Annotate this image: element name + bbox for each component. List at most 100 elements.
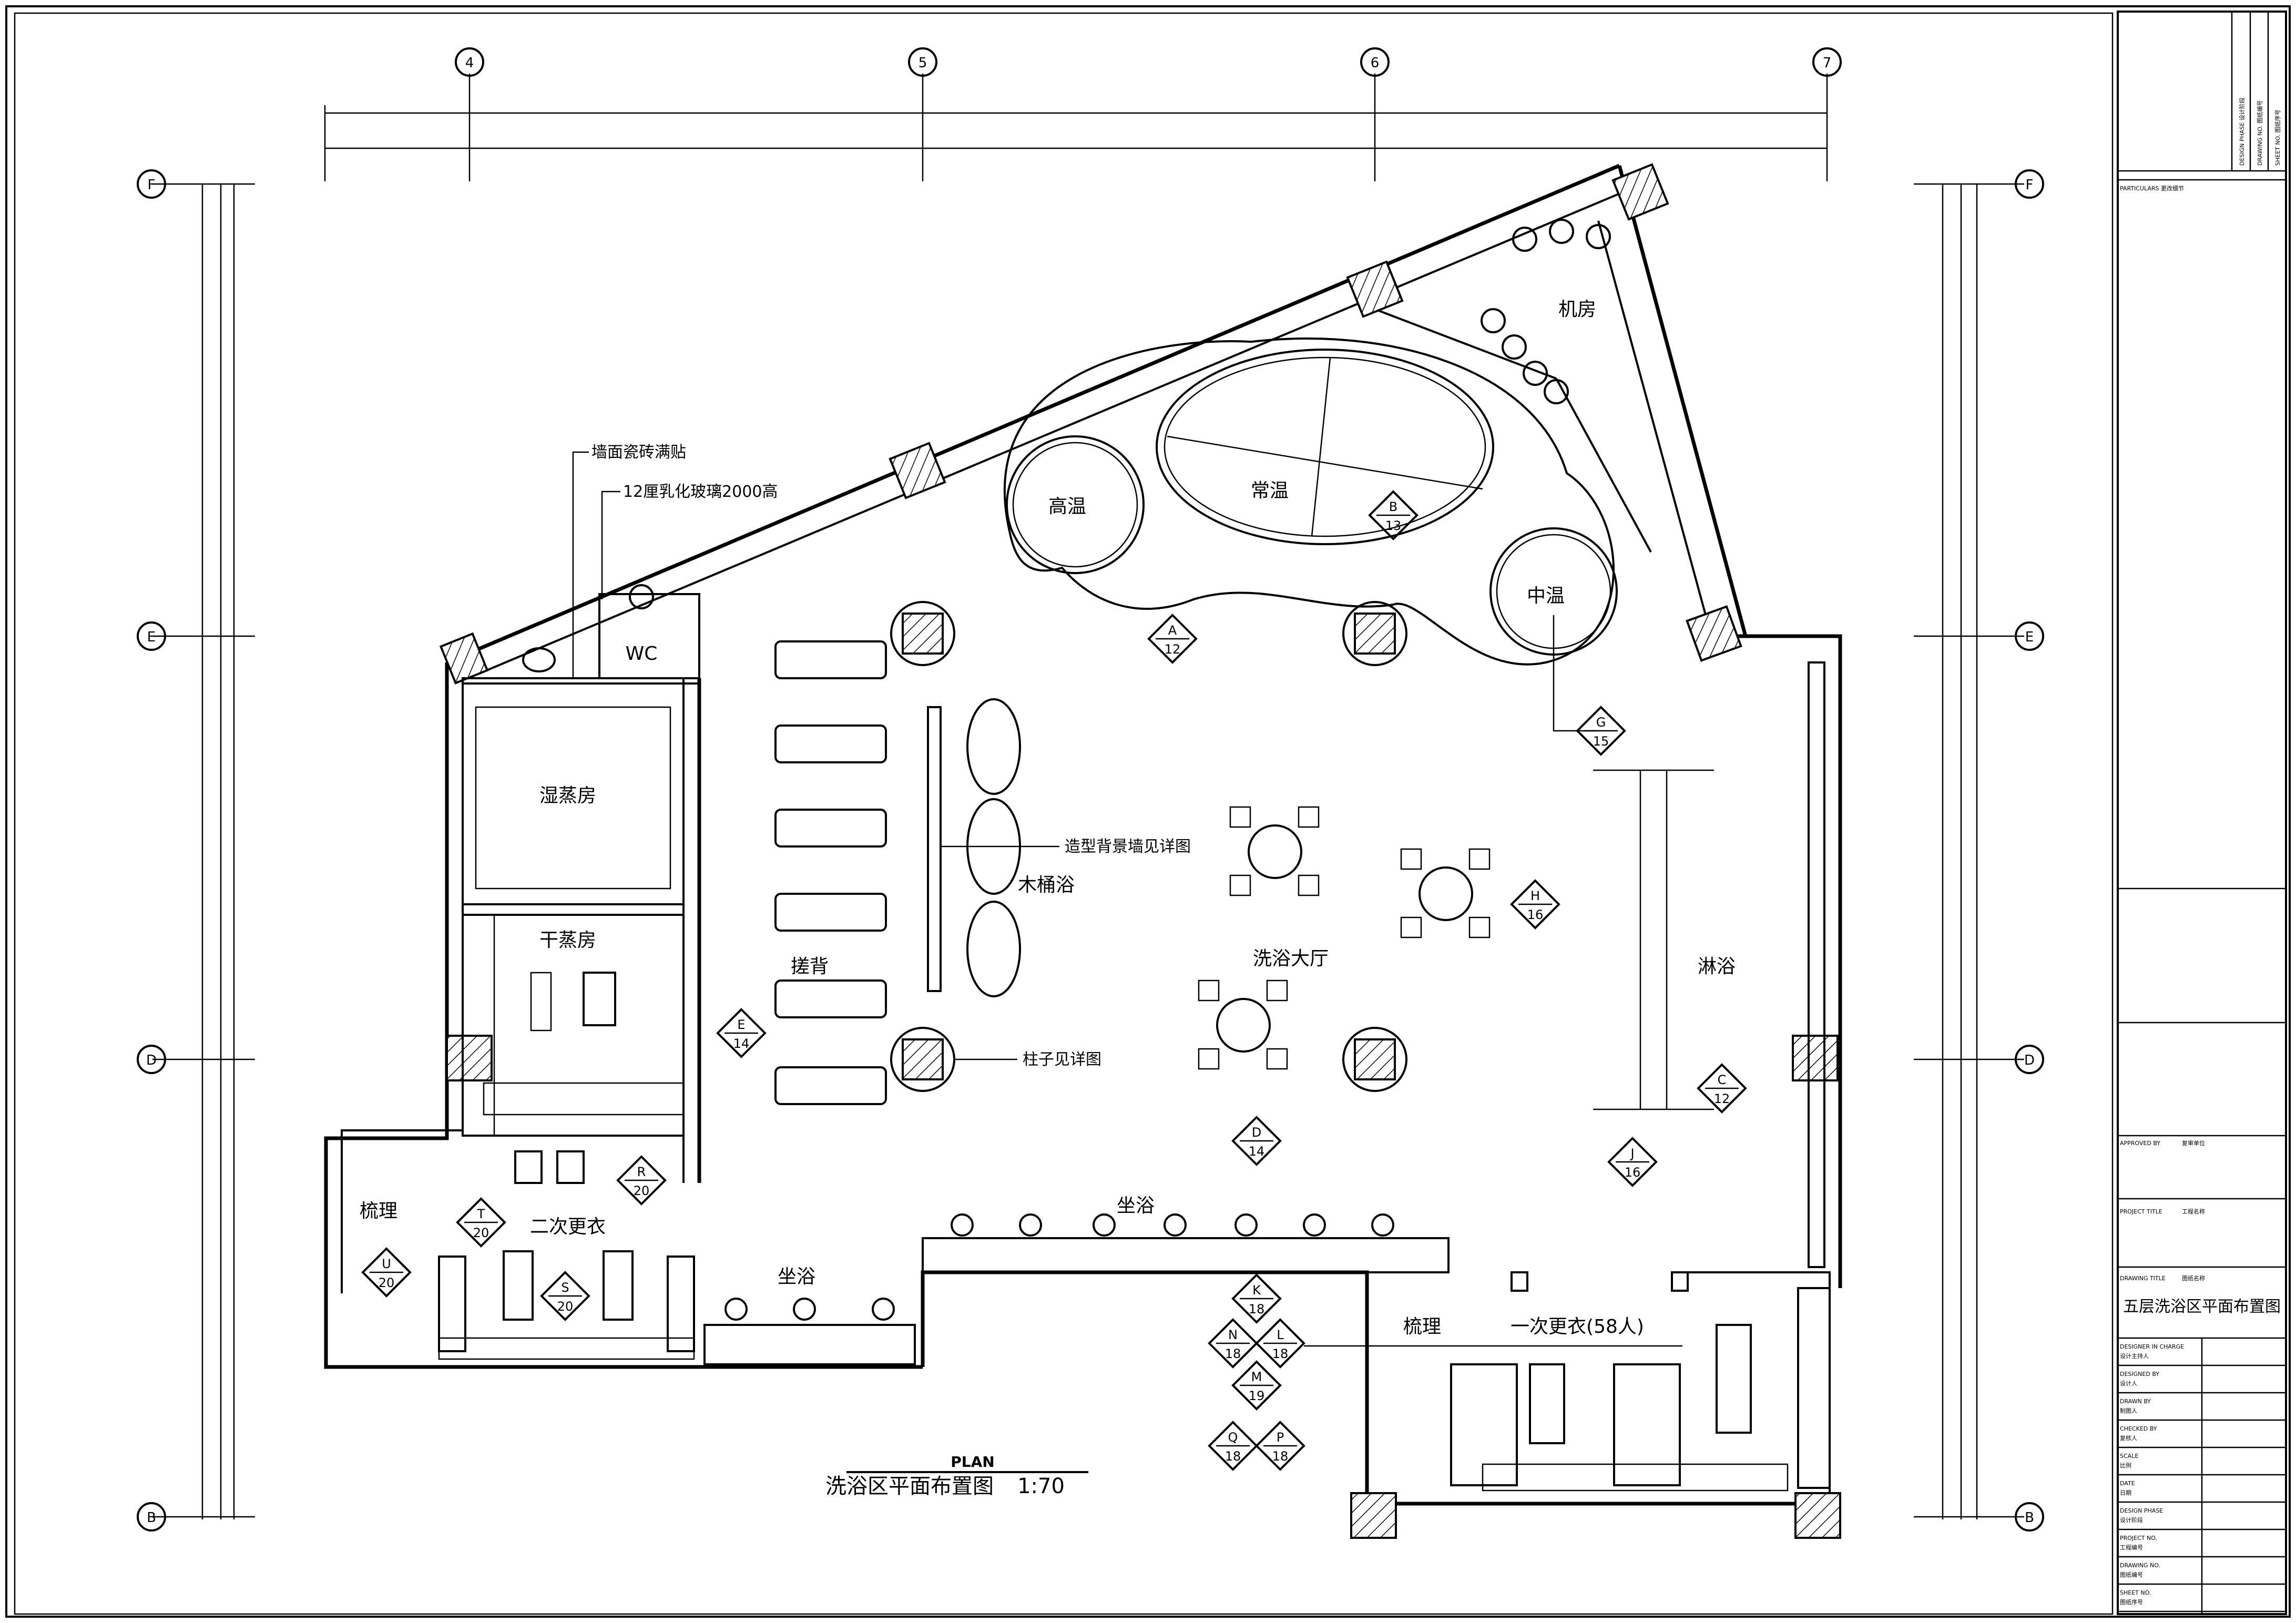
detail-tag-letter: T — [477, 1207, 485, 1221]
wood-tub — [966, 901, 1021, 997]
column — [439, 632, 489, 685]
first-changing-area: 梳理 一次更衣(58人) — [1403, 1271, 1831, 1492]
room-label-first-changing: 一次更衣(58人) — [1511, 1316, 1644, 1338]
svg-text:4: 4 — [465, 55, 474, 71]
tb-drawing-no: DRAWING NO. 图纸编号 — [2256, 100, 2263, 166]
second-changing-area: 二次更衣 梳理 — [360, 1150, 695, 1360]
room-label-wc: WC — [626, 643, 658, 665]
plan-title: PLAN 洗浴区平面布置图 1:70 — [825, 1453, 1088, 1498]
detail-tag-letter: B — [1389, 499, 1397, 514]
axis-bubble-b-right: B — [2015, 1502, 2044, 1532]
svg-text:F: F — [2026, 177, 2034, 193]
tb-row-label-en: DRAWING NO. — [2120, 1562, 2160, 1569]
wood-tub-area: 木桶浴 — [927, 698, 1075, 997]
detail-tag-k: K18 — [1231, 1273, 1282, 1324]
sit-bath-top: 坐浴 — [922, 1195, 1450, 1273]
detail-tag-number: 20 — [473, 1226, 489, 1240]
detail-tag-number: 14 — [733, 1036, 750, 1051]
pool-normal-temp — [1156, 349, 1494, 545]
detail-tag-e: E14 — [716, 1008, 767, 1058]
axis-bubble-b-left: B — [137, 1502, 166, 1532]
plan-title-en: PLAN — [951, 1453, 994, 1471]
axis-bubble-e-right: E — [2015, 621, 2044, 651]
wc-basin — [629, 584, 654, 609]
tb-particulars: PARTICULARS 更改细节 — [2120, 185, 2184, 192]
sheet-border — [5, 5, 2291, 1618]
column — [1350, 1492, 1397, 1539]
feature-wall — [927, 706, 942, 992]
column — [1611, 163, 1669, 221]
scrub-table — [774, 809, 887, 848]
detail-tag-r: R20 — [616, 1155, 667, 1206]
axis-bubble-4: 4 — [455, 47, 484, 77]
column-round — [1342, 1027, 1407, 1092]
room-label-scrub: 搓背 — [791, 956, 829, 977]
tb-row-label-en: SCALE — [2120, 1453, 2138, 1459]
wc-room — [598, 593, 700, 679]
sauna-benches — [462, 914, 685, 1137]
table-set — [1400, 848, 1491, 938]
detail-tag-letter: J — [1629, 1146, 1634, 1161]
detail-tag-letter: A — [1168, 623, 1177, 638]
tb-drawing-title: DRAWING TITLE — [2120, 1275, 2166, 1282]
tb-sheet-no: SHEET NO. 图纸序号 — [2274, 109, 2281, 166]
room-label-grooming-right: 梳理 — [1403, 1316, 1441, 1338]
svg-text:7: 7 — [1823, 55, 1832, 71]
tb-row-label-en: CHECKED BY — [2120, 1425, 2157, 1432]
detail-tag-b: B13 — [1368, 490, 1419, 540]
structural-columns — [439, 163, 1841, 1539]
column-round — [1342, 601, 1407, 666]
detail-tag-number: 14 — [1249, 1144, 1265, 1159]
room-label-high-temp: 高温 — [1048, 496, 1086, 517]
room-label-machine-room: 机房 — [1558, 299, 1596, 320]
tb-row-label-en: DRAWN BY — [2120, 1398, 2151, 1405]
wet-rooms: WC 湿蒸房 干蒸房 — [462, 584, 700, 1137]
svg-text:F: F — [148, 177, 156, 193]
detail-tag-letter: Q — [1228, 1430, 1238, 1445]
tb-project-title: PROJECT TITLE — [2120, 1208, 2162, 1215]
room-label-sit-bath-left: 坐浴 — [778, 1266, 815, 1288]
tb-row-label-en: DATE — [2120, 1480, 2135, 1487]
axis-bubble-e-left: E — [137, 621, 166, 651]
room-label-grooming-left: 梳理 — [360, 1200, 397, 1222]
svg-text:B: B — [147, 1510, 156, 1526]
machine-room: 机房 — [1377, 219, 1652, 553]
tb-row-label-cn: 比例 — [2120, 1462, 2131, 1469]
column — [1346, 260, 1404, 318]
table-set — [1198, 979, 1288, 1070]
detail-tag-number: 16 — [1527, 907, 1544, 922]
room-label-second-changing: 二次更衣 — [530, 1216, 606, 1238]
tb-row-label-en: DESIGN PHASE — [2120, 1507, 2163, 1514]
axis-bubble-6: 6 — [1360, 47, 1390, 77]
tb-design-phase: DESIGN PHASE 设计阶段 — [2238, 97, 2246, 166]
drawing-frame — [14, 12, 2114, 1615]
detail-tag-letter: H — [1530, 889, 1540, 903]
annotations: 墙面瓷砖满贴 12厘乳化玻璃2000高 造型背景墙见详图 柱子见详图 — [572, 443, 1682, 1347]
detail-tag-letter: S — [561, 1280, 569, 1295]
detail-tag-letter: M — [1251, 1370, 1262, 1384]
detail-tag-number: 16 — [1625, 1165, 1641, 1180]
sit-bath-left: 坐浴 — [703, 1266, 916, 1365]
tb-row-label-en: PROJECT NO. — [2120, 1535, 2157, 1542]
tb-approved-by: APPROVED BY — [2120, 1140, 2160, 1147]
wood-tub — [966, 698, 1021, 795]
pool-high-temp — [1006, 435, 1145, 574]
detail-tag-l: L18 — [1255, 1318, 1305, 1369]
note-column-detail: 柱子见详图 — [1023, 1050, 1101, 1069]
bath-hall: 洗浴大厅 — [1198, 806, 1491, 1070]
detail-tag-letter: G — [1596, 715, 1606, 730]
tb-drawing-name: 五层洗浴区平面布置图 — [2123, 1298, 2281, 1316]
axis-bubble-d-left: D — [137, 1045, 166, 1074]
room-label-mid-temp: 中温 — [1527, 585, 1565, 607]
table-set — [1229, 806, 1320, 896]
detail-tag-d: D 14 — [1231, 1116, 1282, 1166]
detail-tag-h: H 16 — [1510, 879, 1560, 930]
tb-row-label-cn: 工程编号 — [2120, 1544, 2143, 1551]
detail-tag-letter: D — [1252, 1125, 1261, 1140]
detail-tag-letter: C — [1718, 1073, 1727, 1087]
detail-tag-number: 12 — [1165, 642, 1181, 657]
column — [1792, 1035, 1839, 1081]
detail-tag-number: 18 — [1272, 1449, 1289, 1464]
axis-bubble-7: 7 — [1812, 47, 1842, 77]
